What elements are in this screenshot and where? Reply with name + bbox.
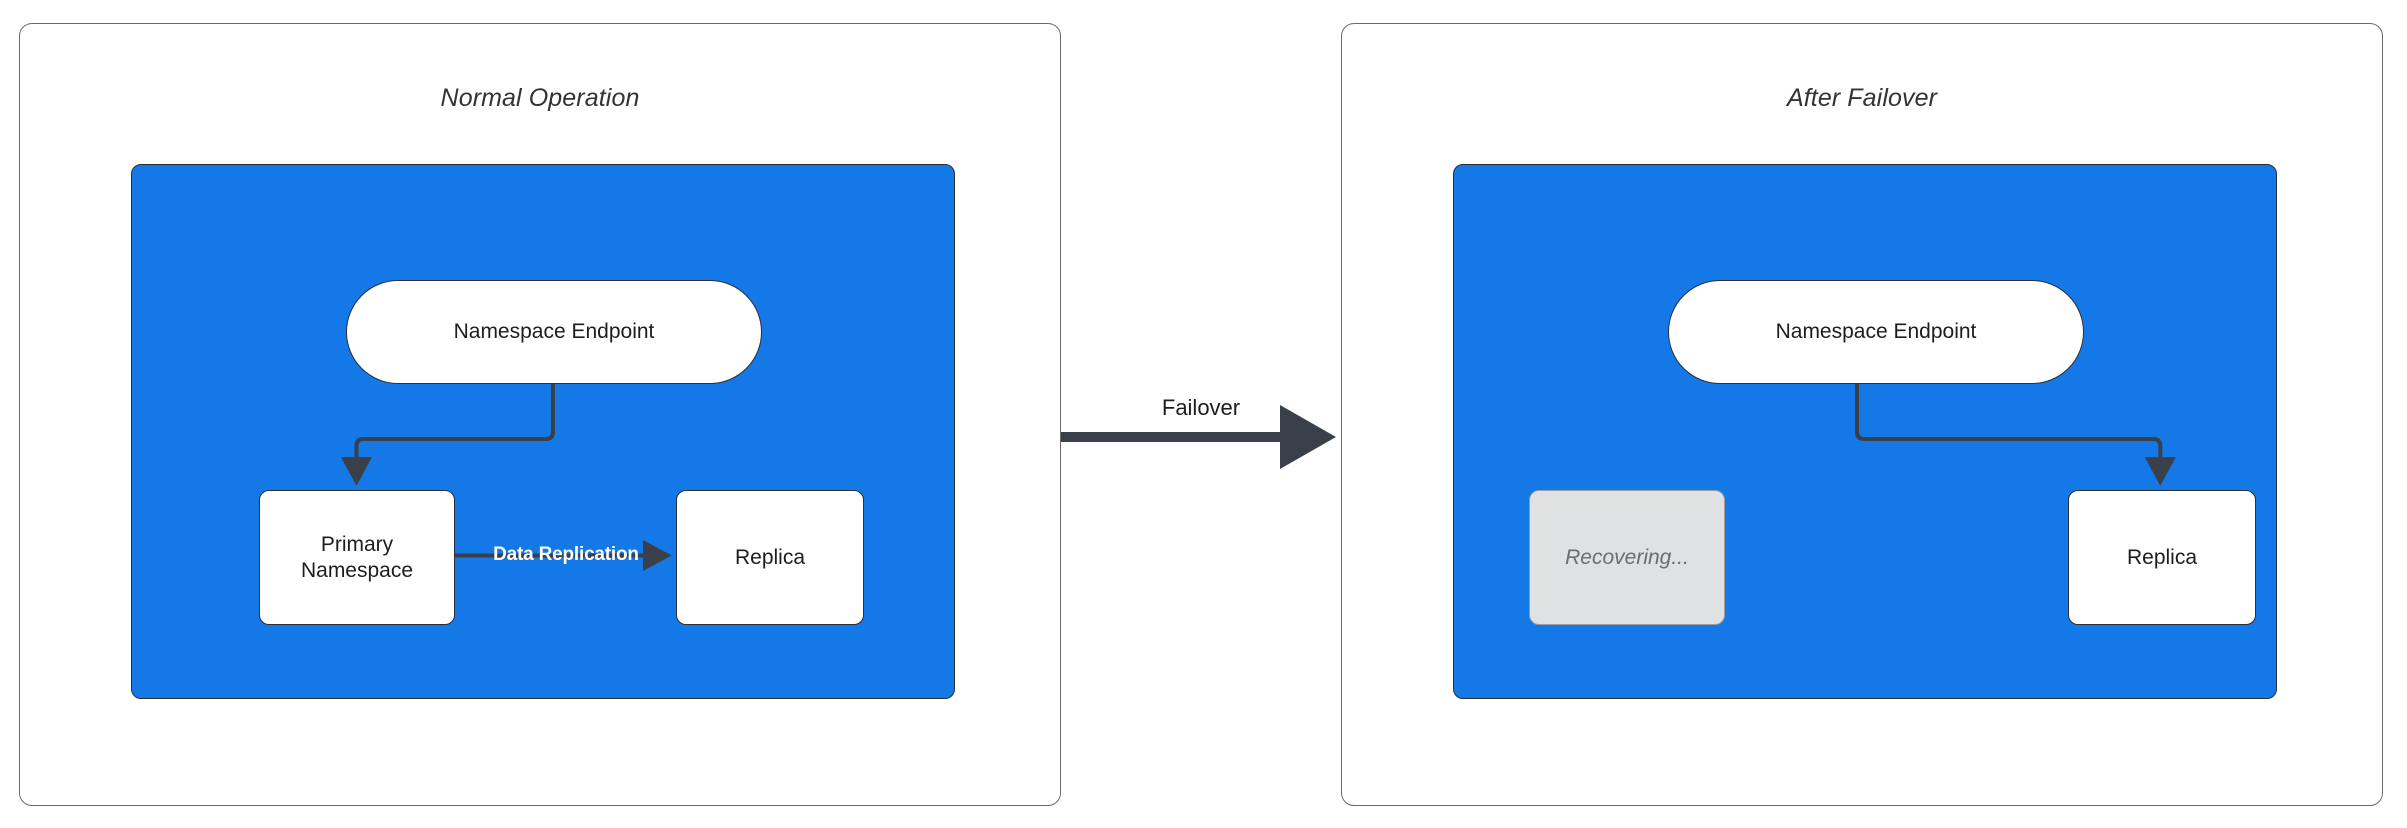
panel-title-normal-operation: Normal Operation	[440, 84, 640, 112]
node-recovering[interactable]: Recovering...	[1529, 490, 1725, 625]
node-primary-namespace-line1: Primary	[320, 532, 394, 556]
blue-region-normal: Namespace Endpoint Primary Namespace Rep…	[131, 164, 955, 699]
node-primary-namespace-line2: Namespace	[300, 558, 414, 582]
panel-after-failover: After Failover Namespace Endpoint Recove…	[1341, 23, 2383, 806]
node-namespace-endpoint-failover[interactable]: Namespace Endpoint	[1668, 280, 2084, 384]
transition-label-failover: Failover	[1161, 395, 1241, 420]
transition-arrow-failover	[1061, 405, 1337, 469]
node-namespace-endpoint-normal[interactable]: Namespace Endpoint	[346, 280, 762, 384]
node-primary-namespace[interactable]: Primary Namespace	[259, 490, 455, 625]
edge-endpoint-to-replica	[1855, 383, 2176, 486]
node-replica-failover[interactable]: Replica	[2068, 490, 2256, 625]
node-replica-normal[interactable]: Replica	[676, 490, 864, 625]
blue-region-failover: Namespace Endpoint Recovering... Replica	[1453, 164, 2277, 699]
edge-label-data-replication: Data Replication	[493, 544, 639, 565]
edge-endpoint-to-primary	[340, 383, 555, 486]
panel-title-after-failover: After Failover	[1786, 84, 1938, 112]
panel-normal-operation: Normal Operation Namespace Endpoint	[19, 23, 1061, 806]
